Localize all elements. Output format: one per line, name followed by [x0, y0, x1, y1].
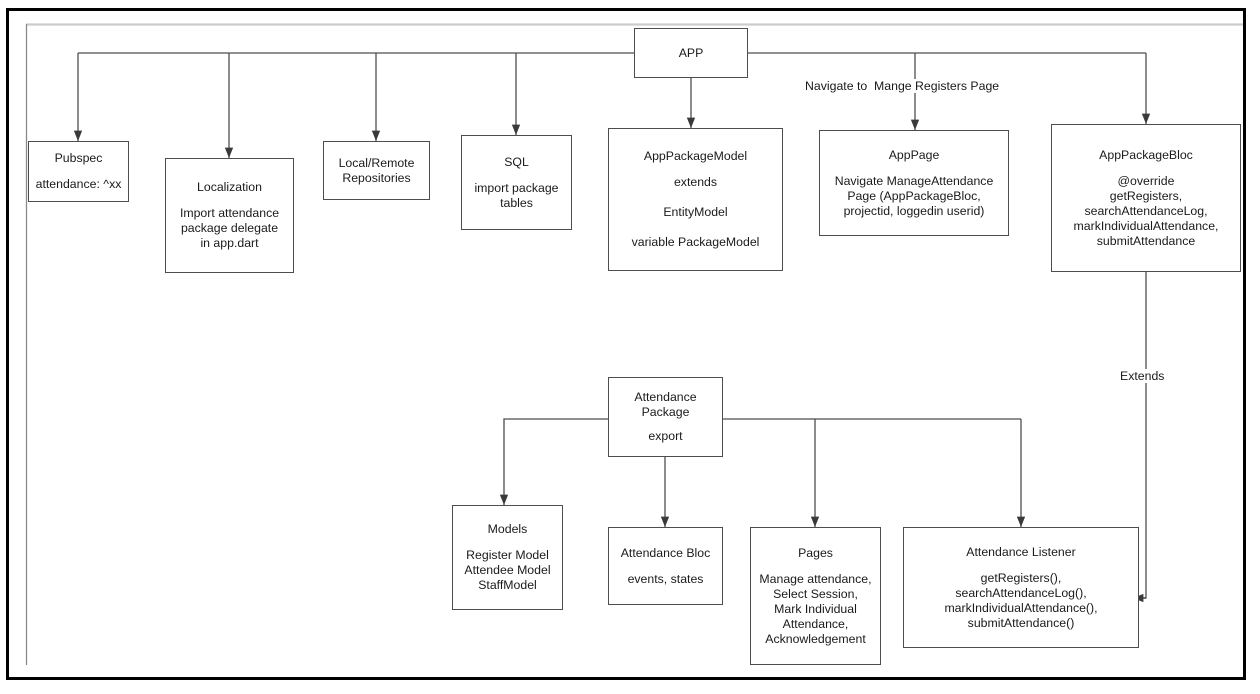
extends-connector [1140, 272, 1147, 599]
node-attendance-package-body: export [648, 429, 683, 443]
node-app-title: APP [678, 45, 704, 60]
node-attendance-listener[interactable]: Attendance Listener getRegisters(), sear… [903, 527, 1139, 648]
node-repositories-title: Local/Remote Repositories [338, 155, 415, 185]
node-pubspec[interactable]: Pubspec attendance: ^xx [28, 141, 129, 202]
node-app-page[interactable]: AppPage Navigate ManageAttendance Page (… [819, 130, 1009, 236]
node-attendance-bloc[interactable]: Attendance Bloc events, states [608, 527, 723, 605]
node-attendance-listener-body: getRegisters(), searchAttendanceLog(), m… [944, 570, 1098, 630]
node-app[interactable]: APP [634, 28, 748, 78]
node-models-body: Register Model Attendee Model StaffModel [464, 548, 551, 592]
node-attendance-listener-title: Attendance Listener [966, 544, 1076, 559]
node-models[interactable]: Models Register Model Attendee Model Sta… [452, 505, 563, 610]
node-attendance-package-title: Attendance Package [634, 390, 697, 419]
diagram-outer-frame [6, 8, 1246, 680]
node-sql-title: SQL [504, 154, 529, 169]
node-models-title: Models [487, 522, 528, 536]
node-pubspec-body: attendance: ^xx [35, 177, 122, 191]
node-pages-body: Manage attendance, Select Session, Mark … [759, 571, 872, 646]
edge-label-extends: Extends [1118, 369, 1167, 383]
node-pages[interactable]: Pages Manage attendance, Select Session,… [750, 527, 881, 665]
node-localization-body: Import attendance package delegate in ap… [179, 206, 280, 250]
node-app-package-model-body: extends EntityModel variable PackageMode… [631, 175, 760, 249]
node-localization-title: Localization [197, 180, 262, 194]
node-attendance-bloc-title: Attendance Bloc [620, 545, 711, 560]
node-pubspec-title: Pubspec [54, 151, 103, 165]
node-attendance-package[interactable]: Attendance Package export [608, 377, 723, 457]
node-app-page-body: Navigate ManageAttendance Page (AppPacka… [834, 173, 994, 218]
node-sql-body: import package tables [474, 180, 559, 210]
node-localization[interactable]: Localization Import attendance package d… [165, 158, 294, 273]
node-app-page-title: AppPage [888, 147, 940, 162]
edge-label-navigate: Navigate to Mange Registers Page [803, 79, 1002, 93]
pkg-to-models [499, 418, 608, 505]
node-attendance-bloc-body: events, states [627, 571, 704, 586]
node-repositories[interactable]: Local/Remote Repositories [323, 141, 430, 200]
node-app-package-bloc-title: AppPackageBloc [1099, 147, 1193, 162]
node-pages-title: Pages [798, 545, 833, 560]
node-app-package-bloc-body: @override getRegisters, searchAttendance… [1073, 173, 1219, 248]
node-app-package-model-title: AppPackageModel [643, 149, 748, 163]
node-app-package-model[interactable]: AppPackageModel extends EntityModel vari… [608, 128, 783, 271]
node-sql[interactable]: SQL import package tables [461, 135, 572, 230]
node-app-package-bloc[interactable]: AppPackageBloc @override getRegisters, s… [1051, 124, 1241, 272]
